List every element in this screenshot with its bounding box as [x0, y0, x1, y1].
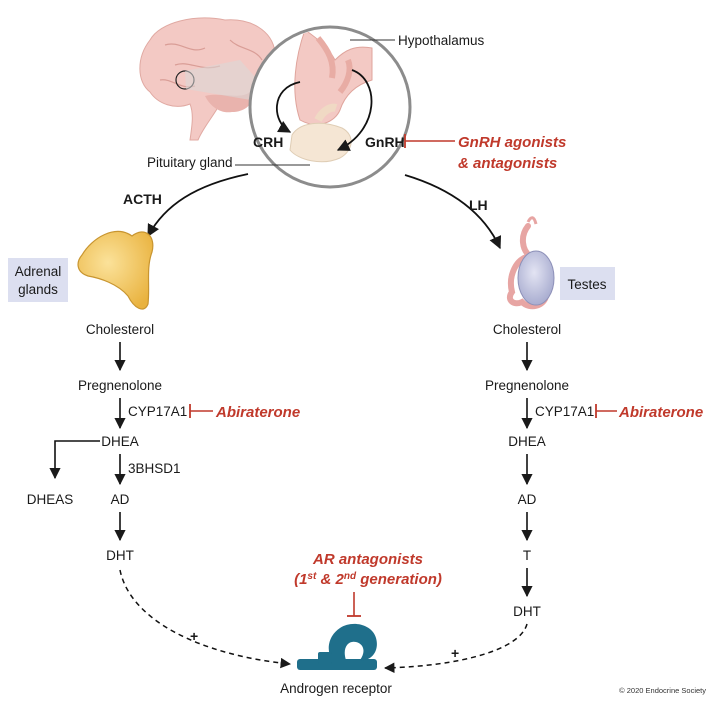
zoom-circle [248, 25, 412, 189]
testes-plus: + [451, 645, 459, 661]
hypothalamus-label: Hypothalamus [398, 33, 485, 48]
lh-arrow [404, 174, 502, 250]
testes-pathway: Cholesterol Pregnenolone CYP17A1 Abirate… [485, 322, 703, 619]
adrenal-gland-icon [77, 230, 154, 310]
adrenal-pregnenolone: Pregnenolone [78, 378, 162, 393]
adrenal-label-line1: Adrenal [15, 264, 62, 279]
acth-label: ACTH [123, 191, 162, 207]
adrenal-label-line2: glands [18, 282, 58, 297]
adrenal-cholesterol: Cholesterol [86, 322, 154, 337]
gnrh-drug-line1: GnRH agonists [458, 134, 566, 151]
adrenal-dht: DHT [106, 548, 134, 563]
adrenal-enzyme-cyp17a1: CYP17A1 [128, 404, 187, 419]
adrenal-label-box [8, 258, 68, 302]
testes-cholesterol: Cholesterol [493, 322, 561, 337]
adrenal-dheas: DHEAS [27, 492, 74, 507]
androgen-receptor-label: Androgen receptor [280, 681, 392, 696]
adrenal-dhea: DHEA [101, 434, 139, 449]
adrenal-ad: AD [111, 492, 130, 507]
testes-label: Testes [567, 277, 606, 292]
androgen-receptor-icon [297, 623, 377, 670]
testes-abiraterone: Abiraterone [618, 404, 703, 421]
adrenal-enzyme-3bhsd1: 3BHSD1 [128, 461, 181, 476]
copyright: © 2020 Endocrine Society [619, 686, 706, 695]
testes-dht: DHT [513, 604, 541, 619]
testes-dht-to-receptor [383, 623, 528, 673]
testes-pregnenolone: Pregnenolone [485, 378, 569, 393]
testes-t: T [523, 548, 531, 563]
pituitary-label: Pituitary gland [147, 155, 233, 170]
ar-antagonist-line2: (1st & 2nd generation) [294, 571, 442, 589]
gnrh-arrow [336, 69, 373, 151]
ar-antagonist-line1: AR antagonists [312, 551, 423, 568]
lh-label: LH [469, 197, 488, 213]
testes-label-box [560, 267, 615, 300]
adrenal-plus: + [190, 628, 198, 644]
crh-label: CRH [253, 134, 283, 150]
testes-enzyme-cyp17a1: CYP17A1 [535, 404, 594, 419]
testes-dhea: DHEA [508, 434, 546, 449]
gnrh-drug-line2: & antagonists [458, 155, 557, 172]
adrenal-abiraterone: Abiraterone [215, 404, 300, 421]
testes-icon [506, 216, 555, 310]
crh-arrow [276, 81, 301, 133]
adrenal-dht-to-receptor [119, 569, 292, 669]
testes-ad: AD [518, 492, 537, 507]
acth-arrow [147, 173, 249, 238]
gnrh-label: GnRH [365, 134, 405, 150]
adrenal-pathway: Cholesterol Pregnenolone CYP17A1 Abirate… [27, 322, 300, 563]
